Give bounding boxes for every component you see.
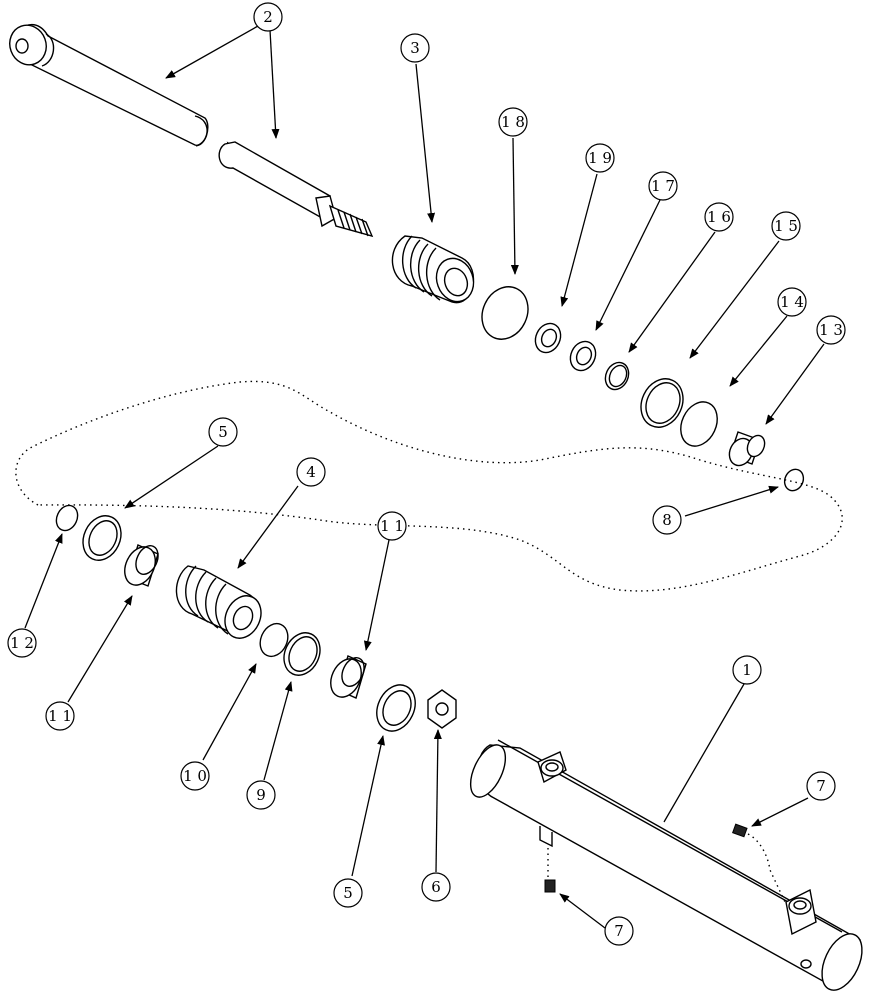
wiper-seal-5b xyxy=(376,684,416,732)
callout-2: 2 xyxy=(253,2,283,32)
callout-11-left: 1 1 xyxy=(45,701,75,731)
piston-rod-threaded-end xyxy=(218,141,374,238)
svg-text:5: 5 xyxy=(343,884,353,902)
cylinder-barrel xyxy=(469,739,863,991)
callout-6: 6 xyxy=(421,872,451,902)
callout-1: 1 xyxy=(732,655,762,685)
grease-fitting-7b xyxy=(544,879,556,893)
callout-17: 1 7 xyxy=(648,171,678,201)
callout-11-right: 1 1 xyxy=(377,511,407,541)
callout-13: 1 3 xyxy=(816,315,846,345)
nut-6 xyxy=(427,689,457,729)
callout-12: 1 2 xyxy=(7,628,37,658)
svg-text:7: 7 xyxy=(614,922,624,940)
piston-rod-eye-end xyxy=(9,23,209,147)
o-ring-14 xyxy=(680,401,718,447)
o-ring-12 xyxy=(55,504,79,532)
grease-fitting-7a xyxy=(732,823,748,838)
svg-text:9: 9 xyxy=(256,786,266,804)
callout-9: 9 xyxy=(246,780,276,810)
callout-10: 1 0 xyxy=(180,761,210,791)
svg-text:1 3: 1 3 xyxy=(819,321,843,339)
o-ring-8 xyxy=(783,468,805,492)
o-ring-10 xyxy=(259,622,289,658)
callout-4: 4 xyxy=(296,457,326,487)
seal-17 xyxy=(569,340,597,372)
svg-text:8: 8 xyxy=(662,511,672,529)
svg-text:1 4: 1 4 xyxy=(780,293,804,311)
svg-text:7: 7 xyxy=(816,777,826,795)
svg-text:1 5: 1 5 xyxy=(774,217,798,235)
svg-text:1 1: 1 1 xyxy=(380,517,404,535)
callout-7-right: 7 xyxy=(806,771,836,801)
callout-3: 3 xyxy=(400,33,430,63)
o-ring-18 xyxy=(481,286,529,340)
wiper-seal-5a xyxy=(82,515,122,561)
svg-text:5: 5 xyxy=(218,423,228,441)
callout-7-lower: 7 xyxy=(604,916,634,946)
callout-8: 8 xyxy=(652,505,682,535)
bushing-13 xyxy=(728,431,766,467)
ring-16 xyxy=(604,361,630,391)
svg-text:1 2: 1 2 xyxy=(10,634,34,652)
callout-5-lower: 5 xyxy=(333,878,363,908)
leader-lines xyxy=(24,25,825,929)
svg-text:1 7: 1 7 xyxy=(651,177,675,195)
svg-text:2: 2 xyxy=(263,8,273,26)
callout-15: 1 5 xyxy=(771,211,801,241)
svg-text:1 8: 1 8 xyxy=(501,113,525,131)
svg-text:3: 3 xyxy=(410,39,420,57)
svg-text:1 9: 1 9 xyxy=(588,149,612,167)
svg-text:1 6: 1 6 xyxy=(707,208,731,226)
svg-text:4: 4 xyxy=(306,463,316,481)
wear-ring-11b xyxy=(330,655,367,699)
cylinder-head xyxy=(391,235,475,304)
piston-4 xyxy=(175,565,262,639)
callout-5-upper: 5 xyxy=(208,417,238,447)
wear-ring-11a xyxy=(124,544,159,587)
callout-19: 1 9 xyxy=(585,143,615,173)
callout-16: 1 6 xyxy=(704,202,734,232)
dotted-group-outline xyxy=(15,380,843,592)
callout-18: 1 8 xyxy=(498,107,528,137)
seal-9 xyxy=(283,632,321,676)
callout-14: 1 4 xyxy=(777,287,807,317)
svg-text:1: 1 xyxy=(742,661,752,679)
svg-text:6: 6 xyxy=(431,878,441,896)
seal-19 xyxy=(534,322,562,354)
svg-text:1 0: 1 0 xyxy=(183,767,207,785)
svg-text:1 1: 1 1 xyxy=(48,707,72,725)
seal-15 xyxy=(640,378,684,428)
